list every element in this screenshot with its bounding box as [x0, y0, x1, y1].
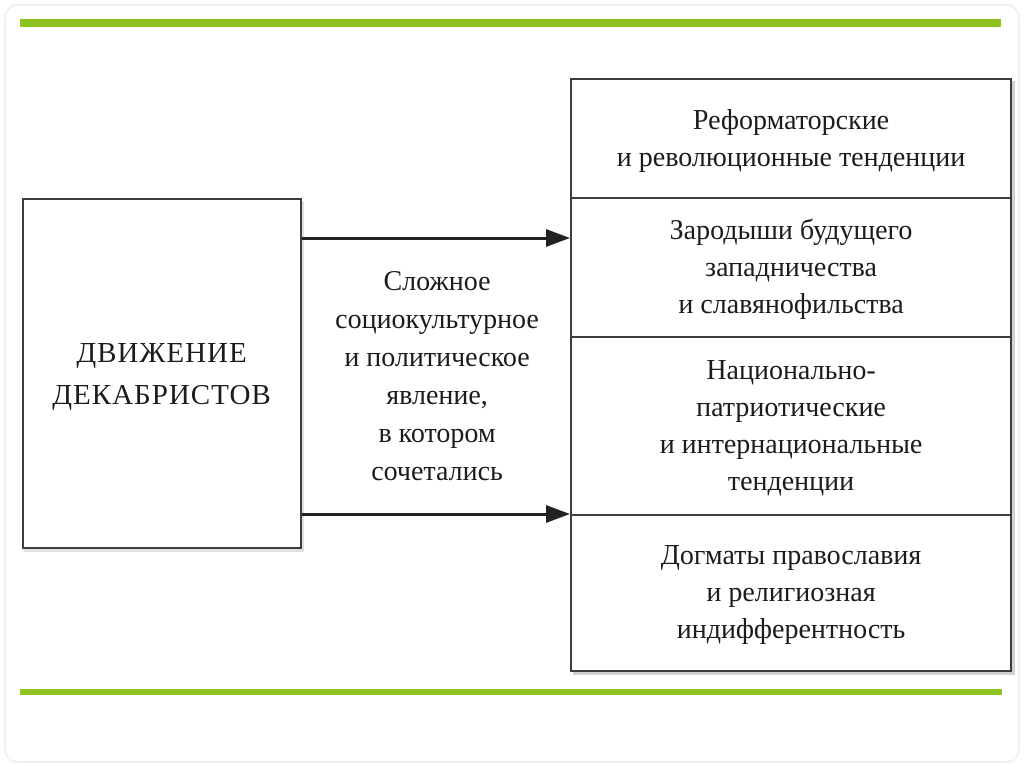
tendency-line: патриотические — [696, 392, 886, 423]
tendencies-column: Реформаторские и революционные тенденции… — [570, 78, 1012, 672]
bottom-accent-bar — [20, 689, 1002, 695]
tendency-line: Национально- — [706, 355, 876, 386]
connector-label-line: в котором — [378, 418, 496, 449]
tendency-box-reform-revolutionary: Реформаторские и революционные тенденции — [572, 80, 1010, 197]
tendency-line: и интернациональные — [659, 429, 923, 460]
arrow-top — [302, 229, 570, 247]
connector-label-line: Сложное — [383, 266, 491, 297]
arrow-bottom — [302, 505, 570, 523]
decembrist-movement-box: ДВИЖЕНИЕ ДЕКАБРИСТОВ — [22, 198, 302, 549]
top-accent-bar — [20, 19, 1001, 27]
connector-label-line: и политическое — [344, 342, 530, 373]
arrowhead-right-icon — [546, 229, 570, 247]
connector-label-line: сочетались — [371, 456, 503, 487]
tendency-box-orthodoxy-indifference: Догматы православия и религиозная индифф… — [572, 514, 1010, 668]
arrow-shaft — [302, 513, 552, 516]
connector-label-line: явление, — [386, 380, 488, 411]
tendency-box-westernism-slavophilism: Зародыши будущего западничества и славян… — [572, 197, 1010, 336]
connector-label-line: социокультурное — [335, 304, 539, 335]
tendency-line: индифферентность — [676, 613, 906, 645]
decembrist-movement-line: ДВИЖЕНИЕ — [76, 336, 248, 369]
decembrist-movement-line: ДЕКАБРИСТОВ — [52, 378, 272, 411]
tendency-line: и славянофильства — [678, 289, 904, 320]
tendency-line: Догматы православия — [660, 539, 922, 571]
tendency-box-national-international: Национально- патриотические и интернацио… — [572, 336, 1010, 514]
arrowhead-right-icon — [546, 505, 570, 523]
connector-label: Сложное социокультурное и политическое я… — [302, 263, 572, 491]
tendency-line: тенденции — [727, 466, 855, 497]
tendency-line: и религиозная — [706, 576, 876, 608]
tendency-line: западничества — [705, 252, 877, 283]
tendency-line: Зародыши будущего — [669, 215, 913, 246]
tendency-line: и революционные тенденции — [616, 141, 966, 173]
arrow-shaft — [302, 237, 552, 240]
tendency-line: Реформаторские — [692, 104, 890, 136]
